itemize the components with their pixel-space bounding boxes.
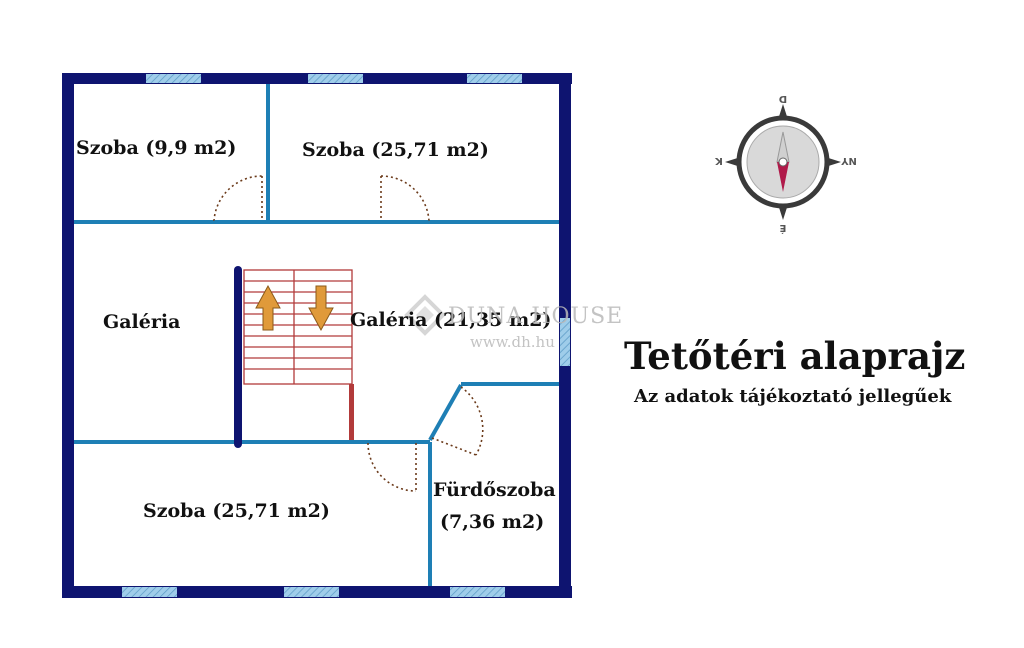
watermark-logo <box>404 294 446 336</box>
compass-north-label: É <box>779 222 786 235</box>
staircase <box>243 269 354 440</box>
room-label-galeria-area: Galéria (21,35 m2) <box>350 309 552 331</box>
doors <box>213 175 484 492</box>
room-label-galeria: Galéria <box>103 311 181 333</box>
room-label-szoba-small: Szoba (9,9 m2) <box>76 137 237 159</box>
compass-south-label: D <box>779 93 787 104</box>
stair-arrow-up-icon <box>255 284 281 331</box>
room-label-szoba-bottom: Szoba (25,71 m2) <box>143 500 330 522</box>
room-label-szoba-large-top: Szoba (25,71 m2) <box>302 139 489 161</box>
page-subtitle: Az adatok tájékoztató jellegűek <box>634 386 952 407</box>
page-title: Tetőtéri alaprajz <box>624 334 966 378</box>
watermark-brand: DUNA HOUSE <box>448 304 624 329</box>
compass-icon: D É K NY <box>714 93 857 235</box>
room-label-furdoszoba: Fürdőszoba <box>433 479 556 501</box>
watermark-url: www.dh.hu <box>470 333 555 351</box>
stair-arrow-down-icon <box>308 285 334 332</box>
compass-east-label: K <box>714 155 723 166</box>
windows <box>122 74 570 597</box>
room-label-furdoszoba-area: (7,36 m2) <box>440 511 545 533</box>
compass-west-label: NY <box>840 155 856 166</box>
inner-walls <box>74 84 559 586</box>
